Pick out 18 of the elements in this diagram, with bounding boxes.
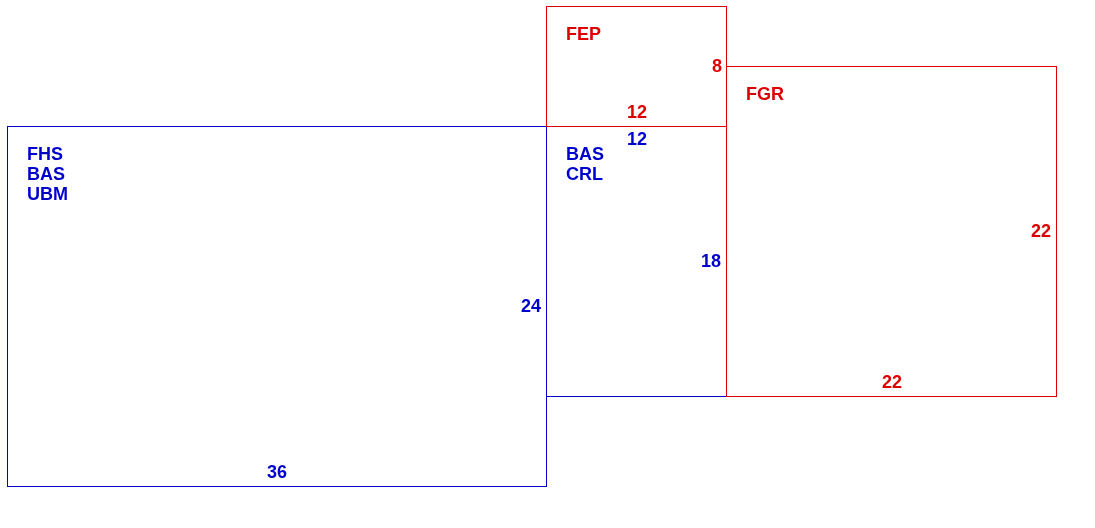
rectangle-area (726, 66, 1057, 397)
dimension-label: 22 (882, 372, 902, 392)
dimension-label: 18 (701, 251, 721, 271)
dimension-label: 12 (627, 129, 647, 149)
dimension-label: 22 (1031, 221, 1051, 241)
area-code: FGR (746, 84, 784, 104)
rectangle-area (546, 6, 727, 127)
rectangle-area (7, 126, 547, 487)
dimension-label: 12 (627, 102, 647, 122)
dimension-label: 24 (521, 296, 541, 316)
area-code: BAS (27, 164, 65, 184)
dimension-label: 36 (267, 462, 287, 482)
area-code: FEP (566, 24, 601, 44)
area-code: BAS (566, 144, 604, 164)
area-code: CRL (566, 164, 603, 184)
dimension-label: 8 (712, 56, 722, 76)
area-code: FHS (27, 144, 63, 164)
area-code: UBM (27, 184, 68, 204)
